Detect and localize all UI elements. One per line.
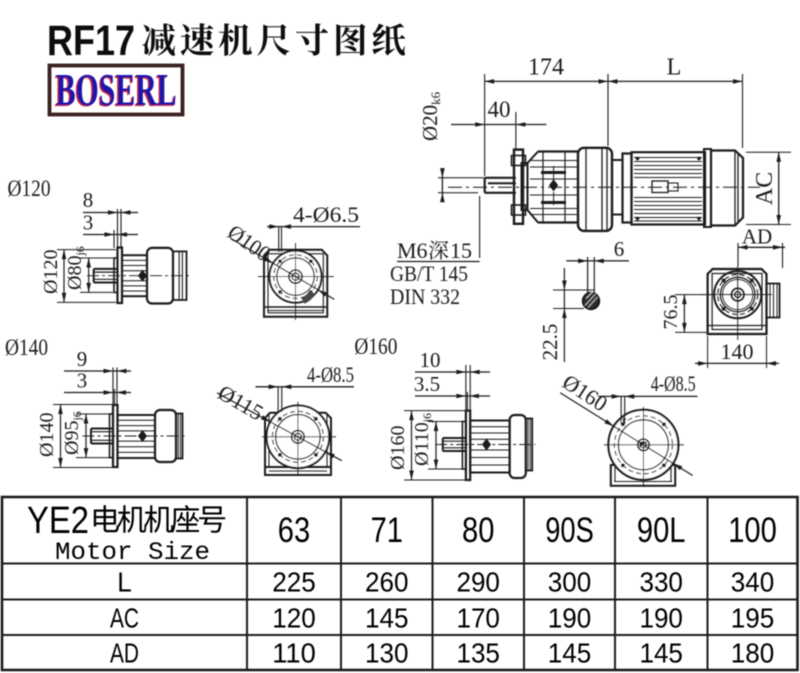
svg-text:Ø160: Ø160 [387, 426, 409, 470]
svg-text:4-Ø8.5: 4-Ø8.5 [651, 371, 696, 396]
svg-text:110: 110 [272, 638, 316, 669]
svg-text:DIN 332: DIN 332 [390, 284, 460, 309]
svg-text:RF17: RF17 [47, 18, 135, 65]
svg-text:AC: AC [752, 172, 778, 205]
svg-text:Ø95j6: Ø95j6 [61, 411, 84, 455]
svg-text:140: 140 [721, 339, 754, 364]
svg-text:BOSERL: BOSERL [55, 66, 176, 116]
svg-text:145: 145 [548, 638, 592, 669]
svg-text:145: 145 [365, 603, 409, 634]
svg-text:6: 6 [614, 237, 625, 261]
svg-text:BOSERL: BOSERL [56, 65, 177, 115]
svg-text:Ø120: Ø120 [8, 176, 51, 201]
svg-text:260: 260 [365, 567, 409, 598]
svg-text:AC: AC [110, 603, 139, 634]
svg-text:340: 340 [731, 567, 775, 598]
svg-text:15: 15 [450, 238, 472, 263]
svg-text:4-Ø8.5: 4-Ø8.5 [307, 362, 354, 387]
svg-text:190: 190 [548, 603, 592, 634]
svg-text:63: 63 [278, 511, 310, 550]
svg-text:10: 10 [420, 348, 441, 372]
svg-text:90L: 90L [637, 511, 686, 550]
svg-text:135: 135 [456, 638, 500, 669]
svg-text:195: 195 [731, 603, 775, 634]
svg-text:130: 130 [365, 638, 409, 669]
svg-text:3: 3 [77, 369, 88, 393]
svg-text:190: 190 [639, 603, 683, 634]
svg-text:L: L [667, 55, 682, 81]
svg-text:180: 180 [731, 638, 775, 669]
svg-text:225: 225 [272, 567, 316, 598]
svg-text:40: 40 [488, 97, 511, 122]
svg-text:L: L [117, 567, 132, 598]
svg-text:76.5: 76.5 [660, 295, 682, 330]
svg-text:290: 290 [456, 567, 500, 598]
svg-text:9: 9 [77, 347, 88, 371]
svg-text:M6: M6 [397, 238, 428, 263]
svg-text:YE2: YE2 [27, 500, 89, 542]
svg-text:AD: AD [110, 638, 139, 669]
svg-text:71: 71 [371, 511, 403, 550]
svg-text:Ø110j6: Ø110j6 [411, 413, 434, 466]
svg-text:GB/T 145: GB/T 145 [390, 261, 468, 286]
svg-text:330: 330 [639, 567, 683, 598]
svg-text:90S: 90S [545, 511, 594, 550]
svg-text:300: 300 [548, 567, 592, 598]
svg-text:Ø140: Ø140 [36, 413, 58, 457]
svg-text:174: 174 [528, 55, 564, 81]
svg-text:145: 145 [639, 638, 683, 669]
svg-text:100: 100 [728, 511, 777, 550]
svg-text:AD: AD [742, 225, 772, 249]
svg-text:80: 80 [462, 511, 494, 550]
svg-text:120: 120 [272, 603, 316, 634]
svg-text:Motor Size: Motor Size [55, 538, 210, 567]
svg-text:Ø160: Ø160 [354, 334, 397, 359]
svg-text:Ø120: Ø120 [40, 250, 62, 294]
svg-text:4-Ø6.5: 4-Ø6.5 [293, 202, 359, 227]
svg-text:22.5: 22.5 [538, 324, 562, 361]
svg-text:Ø140: Ø140 [5, 335, 48, 360]
svg-text:3: 3 [83, 211, 94, 235]
svg-text:8: 8 [83, 188, 94, 212]
svg-text:Ø80j6: Ø80j6 [64, 246, 87, 290]
svg-text:3.5: 3.5 [414, 372, 440, 396]
svg-text:170: 170 [456, 603, 500, 634]
